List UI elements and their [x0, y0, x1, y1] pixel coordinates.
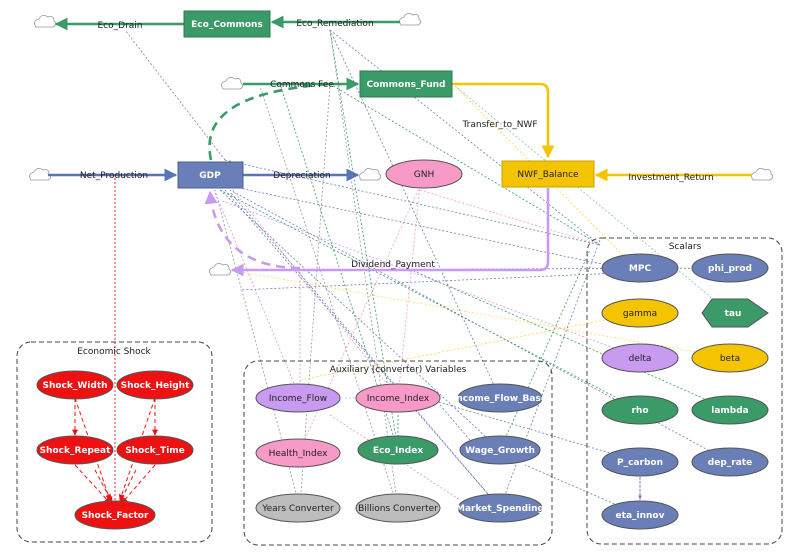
net-production-label: Net_Production	[80, 171, 148, 181]
node-eco-index-label: Eco_Index	[373, 446, 423, 456]
node-gamma-label: gamma	[623, 309, 657, 319]
node-market-spending-label: Market_Spending	[456, 504, 544, 514]
node-shock-height[interactable]: Shock_Height	[116, 370, 194, 400]
node-shock-time-label: Shock_Time	[125, 446, 185, 456]
cloud-icon	[359, 168, 382, 181]
cloud-icon	[751, 168, 774, 181]
depreciation-label: Depreciation	[273, 171, 330, 181]
node-gnh-label: GNH	[414, 170, 434, 180]
node-wage-growth[interactable]: Wage_Growth	[459, 435, 541, 465]
cloud-icon	[29, 168, 52, 181]
cloud-icon	[221, 77, 244, 90]
stock-nwf-balance-label: NWF_Balance	[517, 170, 579, 180]
node-income-flow[interactable]: Income_Flow	[255, 383, 341, 413]
eco-remediation-label: Eco_Remediation	[296, 19, 373, 29]
node-income-index-label: Income_Index	[367, 394, 430, 404]
stock-gdp-label: GDP	[199, 171, 221, 181]
cloud-icon	[399, 13, 422, 26]
node-eta-innov-label: eta_innov	[616, 511, 665, 521]
node-shock-repeat-label: Shock_Repeat	[40, 446, 112, 456]
transfer-to-nwf-label: Transfer_to_NWF	[461, 120, 537, 130]
node-billions-converter-label: Billions Converter	[358, 504, 438, 514]
node-gamma[interactable]: gamma	[601, 298, 679, 328]
node-rho[interactable]: rho	[601, 395, 679, 425]
node-gnh[interactable]: GNH	[385, 159, 463, 189]
node-income-flow-base[interactable]: Income_Flow_Base	[453, 383, 547, 413]
stock-gdp[interactable]: GDP	[177, 161, 244, 189]
eco-drain-label: Eco_Drain	[98, 21, 143, 31]
commons-fee-label: Commons Fee	[270, 80, 334, 90]
economic-shock-group	[16, 341, 213, 543]
node-shock-width[interactable]: Shock_Width	[36, 370, 114, 400]
stock-eco-commons-label: Eco_Commons	[191, 20, 263, 30]
node-years-converter[interactable]: Years Converter	[255, 493, 341, 523]
node-delta[interactable]: delta	[601, 343, 679, 373]
node-mpc[interactable]: MPC	[601, 253, 679, 283]
node-lambda[interactable]: lambda	[691, 395, 769, 425]
node-income-flow-base-label: Income_Flow_Base	[453, 394, 547, 404]
node-wage-growth-label: Wage_Growth	[465, 446, 535, 456]
node-rho-label: rho	[631, 406, 648, 416]
node-income-flow-label: Income_Flow	[269, 394, 327, 404]
node-shock-factor-label: Shock_Factor	[82, 511, 149, 521]
node-shock-time[interactable]: Shock_Time	[116, 435, 194, 465]
node-shock-factor[interactable]: Shock_Factor	[74, 500, 156, 530]
stock-eco-commons[interactable]: Eco_Commons	[183, 10, 271, 38]
node-p-carbon[interactable]: P_carbon	[601, 447, 679, 477]
shock-links	[72, 397, 158, 504]
node-dep-rate-label: dep_rate	[708, 458, 752, 468]
node-years-converter-label: Years Converter	[261, 504, 334, 514]
stock-commons-fund[interactable]: Commons_Fund	[359, 70, 453, 98]
cloud-icon	[34, 15, 57, 28]
scalars-group	[586, 237, 783, 545]
node-dep-rate[interactable]: dep_rate	[691, 447, 769, 477]
node-billions-converter[interactable]: Billions Converter	[355, 493, 441, 523]
node-market-spending[interactable]: Market_Spending	[456, 493, 544, 523]
node-health-index[interactable]: Health_Index	[255, 438, 341, 468]
cloud-icon	[209, 263, 232, 276]
node-tau[interactable]: tau	[701, 298, 769, 328]
investment-return-label: Investment_Return	[628, 173, 713, 183]
node-eco-index[interactable]: Eco_Index	[357, 435, 439, 465]
cloud-icons	[29, 13, 774, 276]
node-phi-prod-label: phi_prod	[708, 264, 752, 274]
node-tau-label: tau	[725, 309, 742, 319]
stock-commons-fund-label: Commons_Fund	[367, 80, 446, 90]
node-shock-width-label: Shock_Width	[42, 381, 107, 391]
node-beta[interactable]: beta	[691, 343, 769, 373]
flow-pipes	[48, 15, 752, 277]
node-delta-label: delta	[629, 354, 652, 364]
auxiliary-group	[243, 360, 553, 546]
node-mpc-label: MPC	[629, 264, 652, 274]
node-shock-repeat[interactable]: Shock_Repeat	[36, 435, 114, 465]
node-p-carbon-label: P_carbon	[617, 458, 663, 468]
auxiliary-title: Auxiliary (converter) Variables	[330, 365, 467, 375]
node-phi-prod[interactable]: phi_prod	[691, 253, 769, 283]
economic-shock-title: Economic Shock	[77, 347, 151, 357]
node-lambda-label: lambda	[711, 406, 749, 416]
node-shock-height-label: Shock_Height	[121, 381, 190, 391]
node-income-index[interactable]: Income_Index	[355, 383, 441, 413]
node-eta-innov[interactable]: eta_innov	[601, 500, 679, 530]
node-beta-label: beta	[720, 354, 740, 364]
stock-nwf-balance[interactable]: NWF_Balance	[501, 160, 595, 188]
dividend-payment-label: Dividend_Payment	[351, 260, 435, 270]
node-health-index-label: Health_Index	[269, 449, 329, 459]
scalars-title: Scalars	[669, 242, 702, 252]
